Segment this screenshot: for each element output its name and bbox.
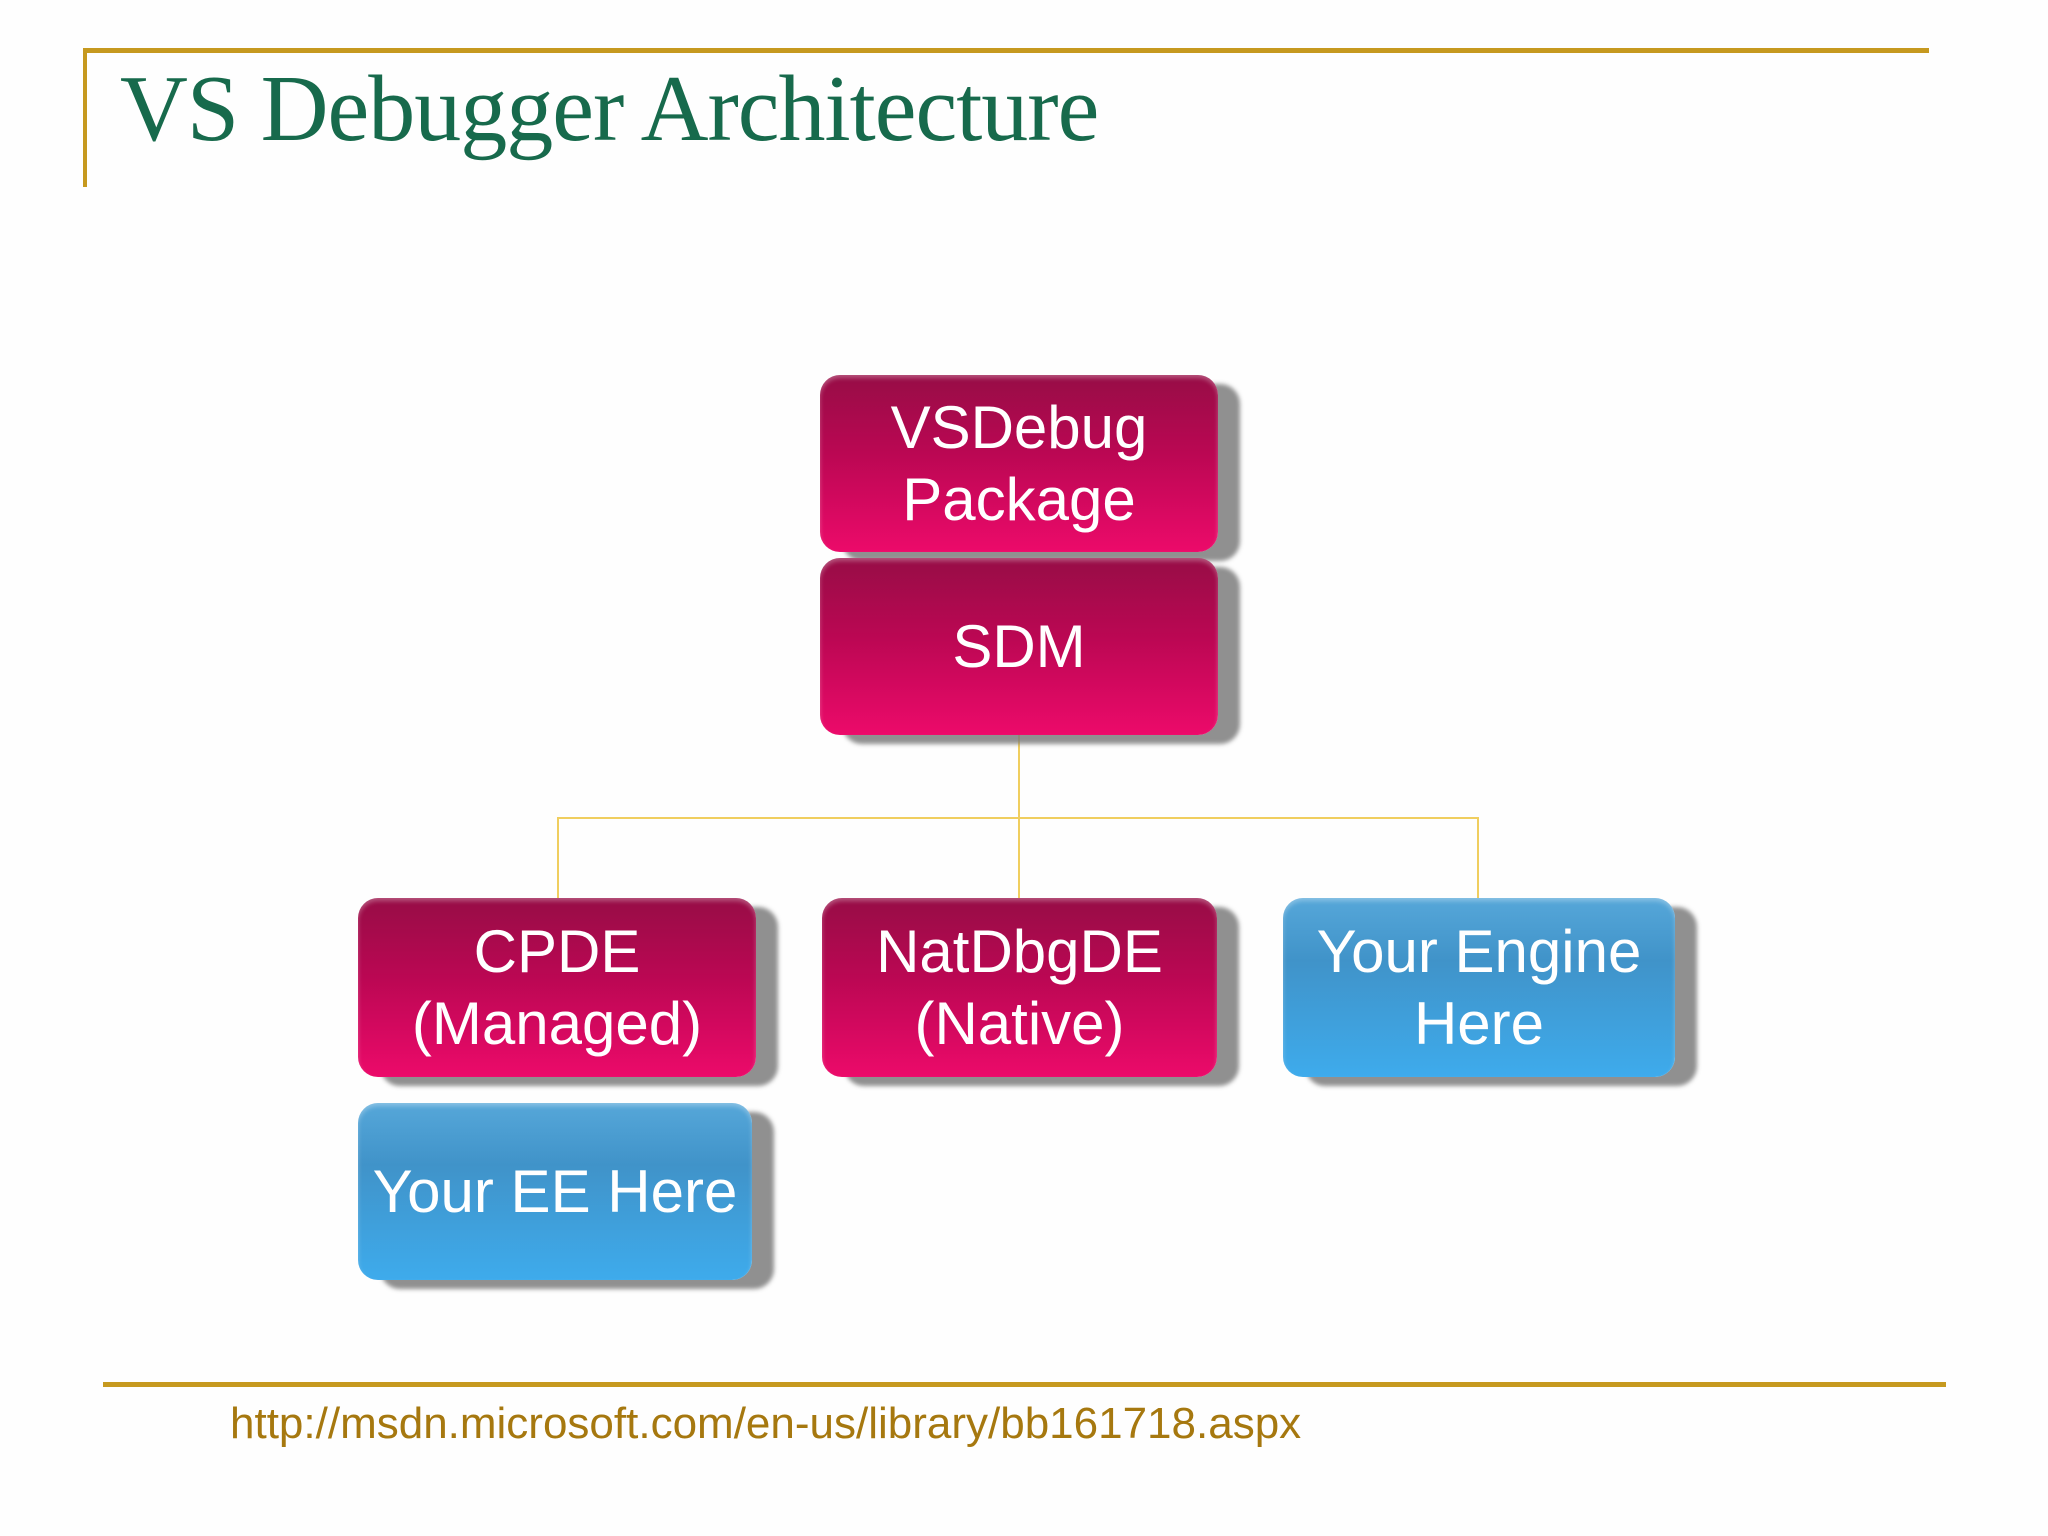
node-natdbgde-native-label: NatDbgDE (Native) bbox=[876, 917, 1163, 1057]
slide-title: VS Debugger Architecture bbox=[120, 57, 1099, 161]
footer-url-link[interactable]: http://msdn.microsoft.com/en-us/library/… bbox=[230, 1399, 1302, 1448]
node-your-engine-here-label: Your Engine Here bbox=[1316, 917, 1642, 1057]
bottom-border-line bbox=[103, 1382, 1946, 1387]
connector-drop-natdbgde bbox=[1018, 817, 1020, 898]
node-your-ee-here-label: Your EE Here bbox=[372, 1157, 738, 1225]
node-sdm-label: SDM bbox=[952, 612, 1086, 680]
node-vsdebug-package: VSDebug Package bbox=[820, 375, 1218, 552]
left-border-line bbox=[83, 48, 87, 187]
node-cpde-managed: CPDE (Managed) bbox=[358, 898, 756, 1077]
node-your-ee-here: Your EE Here bbox=[358, 1103, 752, 1280]
connector-drop-your-engine bbox=[1477, 817, 1479, 898]
node-your-engine-here: Your Engine Here bbox=[1283, 898, 1675, 1077]
node-sdm: SDM bbox=[820, 558, 1218, 735]
node-cpde-managed-label: CPDE (Managed) bbox=[411, 917, 703, 1057]
connector-sdm-stem bbox=[1018, 735, 1020, 817]
node-vsdebug-package-label: VSDebug Package bbox=[890, 393, 1148, 533]
top-border-line bbox=[83, 48, 1929, 53]
connector-drop-cpde bbox=[557, 817, 559, 898]
node-natdbgde-native: NatDbgDE (Native) bbox=[822, 898, 1217, 1077]
